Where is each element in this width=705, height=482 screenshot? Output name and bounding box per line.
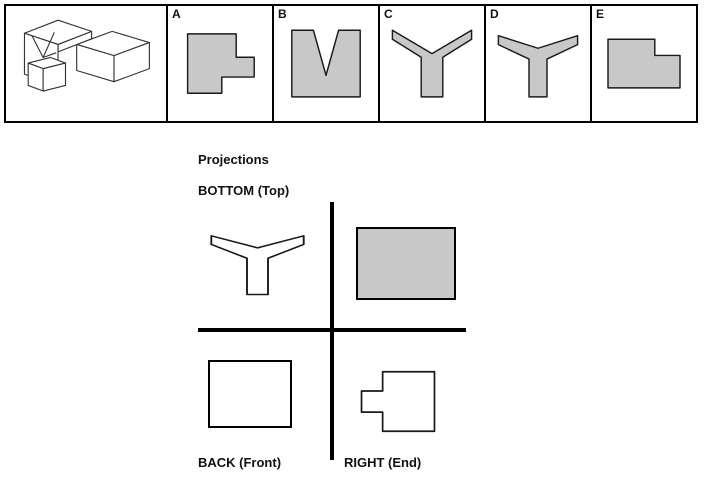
option-a-shape-icon xyxy=(186,32,255,94)
option-b-shape-icon xyxy=(291,29,361,98)
option-d-letter: D xyxy=(490,7,499,21)
option-b[interactable]: B xyxy=(272,4,380,123)
bottom-top-label: BOTTOM (Top) xyxy=(198,183,290,198)
pictorial-cell xyxy=(4,4,168,123)
option-e-letter: E xyxy=(596,7,605,21)
option-d[interactable]: D xyxy=(484,4,592,123)
option-a-letter: A xyxy=(172,7,181,21)
back-front-label: BACK (Front) xyxy=(198,455,282,470)
option-e-shape-icon xyxy=(607,38,681,89)
projections-title: Projections xyxy=(198,152,269,167)
option-c[interactable]: C xyxy=(378,4,486,123)
right-view-shape-icon xyxy=(360,370,436,433)
option-d-shape-icon xyxy=(497,34,579,98)
right-end-label: RIGHT (End) xyxy=(344,455,422,470)
option-b-letter: B xyxy=(278,7,287,21)
option-a[interactable]: A xyxy=(166,4,274,123)
option-c-letter: C xyxy=(384,7,393,21)
horizontal-axis-line xyxy=(198,328,466,332)
answer-row: A B C D E xyxy=(4,4,698,123)
isometric-object-drawing-icon xyxy=(23,19,150,92)
bottom-view-shape-icon xyxy=(210,235,305,296)
option-e[interactable]: E xyxy=(590,4,698,123)
top-view-rectangle xyxy=(356,227,456,300)
back-view-rectangle xyxy=(208,360,292,428)
option-c-shape-icon xyxy=(391,29,473,98)
